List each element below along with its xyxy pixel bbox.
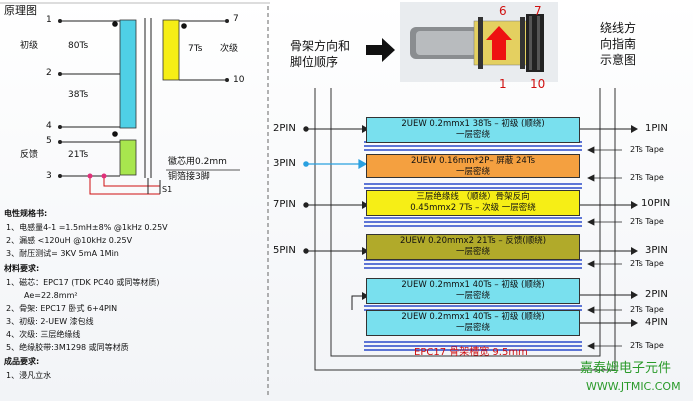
primary-turns-top: 80Ts bbox=[68, 41, 89, 51]
layer-1-line-1: 2UEW 0.2mmx1 38Ts – 初级 (顺绕) bbox=[401, 119, 545, 129]
tape-label-1: 2Ts Tape bbox=[630, 145, 664, 154]
layer-6-line-1: 2UEW 0.2mmx1 40Ts – 初级 (顺绕) bbox=[401, 312, 545, 322]
materials-item-5: 5、绝缘胶带:3M1298 或同等材质 bbox=[6, 343, 129, 352]
schematic-title: 原理图 bbox=[4, 4, 37, 17]
aux-winding bbox=[119, 139, 137, 176]
primary-label: 初级 bbox=[20, 41, 39, 51]
layer-primary-1: 2UEW 0.2mmx1 38Ts – 初级 (顺绕) 一层密绕 bbox=[366, 117, 580, 143]
pin-3-label: 3 bbox=[46, 171, 52, 181]
direction-label-2: 脚位顺序 bbox=[290, 55, 339, 69]
aux-turns: 21Ts bbox=[68, 150, 89, 160]
secondary-turns: 7Ts bbox=[188, 44, 203, 54]
layer-3-line-1: 三层绝缘线 （顺绕）骨架反向 bbox=[416, 192, 530, 202]
layer-primary-2: 2UEW 0.2mmx1 40Ts – 初级 (顺绕) 一层密绕 bbox=[366, 278, 580, 304]
finish-title: 成品要求: bbox=[4, 357, 40, 366]
watermark-url: WWW.JTMIC.COM bbox=[586, 380, 681, 393]
materials-item-1: 1、磁芯：EPC17 (TDK PC40 或同等材质) bbox=[6, 278, 160, 287]
pin-4-label: 4 bbox=[46, 121, 52, 131]
pin-5-label: 5 bbox=[46, 136, 52, 146]
pin-7-label: 7 bbox=[233, 14, 239, 24]
layer-5-line-1: 2UEW 0.2mmx1 40Ts – 初级 (顺绕) bbox=[401, 280, 545, 290]
finish-item-1: 1、浸凡立水 bbox=[6, 371, 52, 380]
spec-item-3: 3、耐压测试= 3KV 5mA 1Min bbox=[6, 249, 119, 258]
pin-2-label: 2 bbox=[46, 68, 52, 78]
materials-item-ae: Ae=22.8mm² bbox=[24, 291, 78, 300]
layer-shield: 2UEW 0.16mm*2P– 屏蔽 24Ts 一层密绕 bbox=[366, 154, 580, 178]
layer-2-line-1: 2UEW 0.16mm*2P– 屏蔽 24Ts bbox=[410, 156, 536, 166]
layer-3-line-2: 0.45mmx2 7Ts – 次级 一层密绕 bbox=[410, 203, 536, 213]
shield-note-2: 铜箔接3脚 bbox=[168, 172, 210, 182]
materials-item-3: 3、初级: 2-UEW 漆包线 bbox=[6, 317, 94, 326]
layer-5-line-2: 一层密绕 bbox=[455, 291, 490, 301]
layer-secondary: 三层绝缘线 （顺绕）骨架反向 0.45mmx2 7Ts – 次级 一层密绕 bbox=[366, 190, 580, 216]
left-pin-7: 7PIN bbox=[273, 199, 296, 210]
photo-pin-7: 7 bbox=[534, 4, 542, 18]
schematic-drawing bbox=[0, 2, 270, 195]
tape-label-3: 2Ts Tape bbox=[630, 217, 664, 226]
watermark-name: 嘉泰姆电子元件 bbox=[580, 361, 672, 376]
guide-label-1: 绕线方 bbox=[600, 21, 637, 35]
photo-pin-6: 6 bbox=[499, 4, 507, 18]
direction-label-1: 骨架方向和 bbox=[290, 39, 351, 53]
materials-item-2: 2、骨架: EPC17 卧式 6+4PIN bbox=[6, 304, 118, 313]
guide-label-3: 示意图 bbox=[600, 53, 637, 67]
bobbin-photo bbox=[400, 2, 558, 82]
materials-item-4: 4、次级: 三层绝缘线 bbox=[6, 330, 81, 339]
right-arrow-icon bbox=[366, 38, 395, 62]
layer-primary-3: 2UEW 0.2mmx1 40Ts – 初级 (顺绕) 一层密绕 bbox=[366, 310, 580, 336]
spec-item-1: 1、电感量4-1 =1.5mH±8% @1kHz 0.25V bbox=[6, 223, 168, 232]
tape-label-5: 2Ts Tape bbox=[630, 305, 664, 314]
layer-1-line-2: 一层密绕 bbox=[455, 130, 490, 140]
layer-4-line-1: 2UEW 0.20mmx2 21Ts – 反馈(顺绕) bbox=[399, 236, 547, 246]
section-divider bbox=[267, 6, 269, 398]
layer-2-line-2: 一层密绕 bbox=[455, 167, 490, 177]
shield-note-1: 徽芯用0.2mm bbox=[168, 157, 227, 167]
aux-label: 反馈 bbox=[20, 150, 39, 160]
left-pin-3: 3PIN bbox=[273, 158, 296, 169]
pin-1-label: 1 bbox=[46, 15, 52, 25]
tape-label-4: 2Ts Tape bbox=[630, 259, 664, 268]
shield-label: S1 bbox=[162, 185, 173, 194]
secondary-winding bbox=[162, 19, 180, 81]
right-pin-4: 4PIN bbox=[645, 317, 668, 328]
primary-winding bbox=[119, 19, 137, 129]
materials-title: 材料要求: bbox=[4, 264, 40, 273]
tape-label-2: 2Ts Tape bbox=[630, 173, 664, 182]
photo-pin-10: 10 bbox=[530, 77, 546, 91]
bobbin-label: EPC17 骨架槽宽 9.5mm bbox=[414, 347, 528, 358]
pin-10-label: 10 bbox=[233, 75, 245, 85]
layer-feedback: 2UEW 0.20mmx2 21Ts – 反馈(顺绕) 一层密绕 bbox=[366, 234, 580, 260]
spec-item-2: 2、漏感 <120uH @10kHz 0.25V bbox=[6, 236, 133, 245]
right-pin-10: 10PIN bbox=[641, 198, 671, 209]
photo-pin-1: 1 bbox=[499, 77, 507, 91]
tape-label-6: 2Ts Tape bbox=[630, 341, 664, 350]
guide-label-2: 向指南 bbox=[600, 37, 637, 51]
primary-turns-bottom: 38Ts bbox=[68, 90, 89, 100]
layer-6-line-2: 一层密绕 bbox=[455, 323, 490, 333]
right-pin-2: 2PIN bbox=[645, 289, 668, 300]
left-pin-5: 5PIN bbox=[273, 245, 296, 256]
secondary-label: 次级 bbox=[220, 44, 239, 54]
spec-title: 电性规格书: bbox=[4, 209, 48, 218]
layer-4-line-2: 一层密绕 bbox=[455, 247, 490, 257]
right-pin-1: 1PIN bbox=[645, 123, 668, 134]
right-pin-3: 3PIN bbox=[645, 245, 668, 256]
left-pin-2: 2PIN bbox=[273, 123, 296, 134]
